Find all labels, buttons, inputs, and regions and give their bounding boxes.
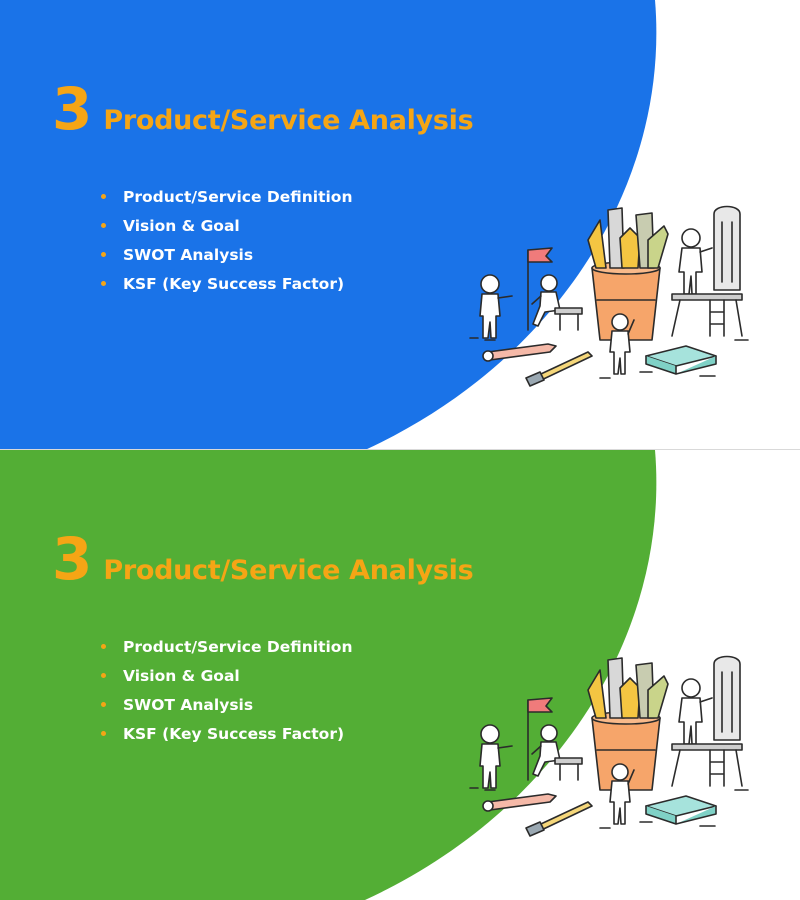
bullet-item: Product/Service Definition	[98, 635, 353, 664]
bullet-dot	[101, 281, 106, 286]
bullet-dot	[101, 223, 106, 228]
slide-divider	[0, 449, 800, 450]
slide-blue: 3 Product/Service Analysis Product/Servi…	[0, 0, 749, 450]
bullet-text: Product/Service Definition	[123, 638, 353, 656]
bullet-text: SWOT Analysis	[123, 696, 254, 714]
section-number: 3	[52, 75, 92, 143]
bullet-text: Vision & Goal	[123, 217, 240, 235]
bullet-list: Product/Service Definition Vision & Goal…	[98, 635, 353, 751]
slide-title: 3 Product/Service Analysis	[52, 525, 474, 593]
bullet-text: Product/Service Definition	[123, 188, 353, 206]
bullet-dot	[101, 194, 106, 199]
section-title: Product/Service Analysis	[103, 105, 474, 136]
bullet-text: KSF (Key Success Factor)	[123, 275, 345, 293]
bullet-dot	[101, 252, 106, 257]
bullet-item: SWOT Analysis	[98, 243, 353, 272]
slide-green: 3 Product/Service Analysis Product/Servi…	[0, 450, 800, 900]
sketch-people-with-stationery-illustration	[469, 205, 749, 387]
bullet-item: KSF (Key Success Factor)	[98, 722, 353, 751]
bullet-list: Product/Service Definition Vision & Goal…	[98, 185, 353, 301]
bullet-item: Vision & Goal	[98, 664, 353, 693]
bullet-dot	[101, 702, 106, 707]
bullet-item: KSF (Key Success Factor)	[98, 272, 353, 301]
section-number: 3	[52, 525, 92, 593]
bullet-dot	[101, 673, 106, 678]
bullet-item: Product/Service Definition	[98, 185, 353, 214]
section-title: Product/Service Analysis	[103, 555, 474, 586]
bullet-text: Vision & Goal	[123, 667, 240, 685]
bullet-dot	[101, 731, 106, 736]
bullet-text: SWOT Analysis	[123, 246, 254, 264]
bullet-dot	[101, 644, 106, 649]
bullet-item: SWOT Analysis	[98, 693, 353, 722]
bullet-item: Vision & Goal	[98, 214, 353, 243]
sketch-people-with-stationery-illustration	[469, 655, 749, 837]
slide-title: 3 Product/Service Analysis	[52, 75, 474, 143]
bullet-text: KSF (Key Success Factor)	[123, 725, 345, 743]
